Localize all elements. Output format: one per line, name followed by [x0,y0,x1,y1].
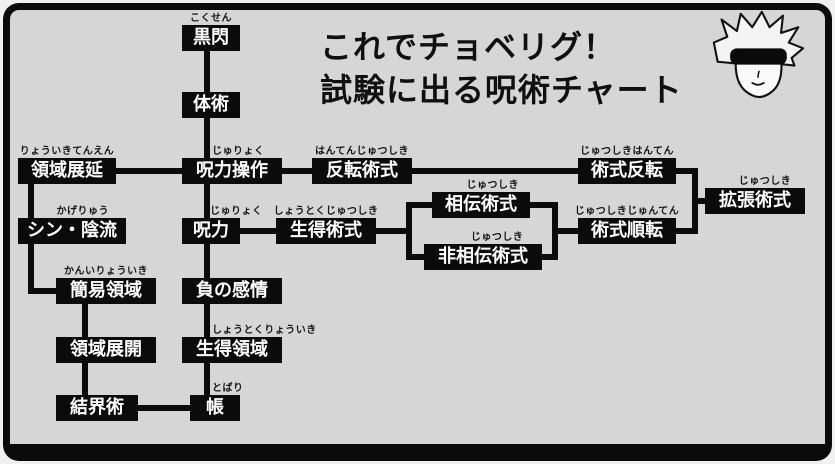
connector-line [28,288,64,294]
node-label-hanten-jutsushiki: 反転術式 [312,158,412,184]
chart-title-line1: これでチョベリグ！ [320,28,617,66]
node-kakucho-jutsushiki: じゅつしき 拡張術式 [705,176,805,214]
node-label-kani-ryoiki: 簡易領域 [56,278,156,304]
node-soden-jutsushiki: じゅつしき 相伝術式 [432,180,530,218]
connector-line [552,228,582,234]
node-fu-no-kanjo: 負の感情 [182,278,282,304]
gojo-blindfold-face-icon [712,10,805,99]
node-tobari: とばり 帳 [190,383,243,421]
node-label-tobari: 帳 [190,395,240,421]
node-label-juryoku: 呪力 [182,218,240,244]
node-shotoku-ryoiki: しょうとくりょういき 生得領域 [182,325,316,363]
furigana-hanten-jutsushiki: はんてんじゅつしき [315,146,409,157]
furigana-juryoku-sosa: じゅりょく [212,146,265,157]
node-taijutsu: 体術 [182,92,240,118]
node-kani-ryoiki: かんいりょういき 簡易領域 [56,266,156,304]
node-label-kokusen: 黒閃 [182,25,240,51]
furigana-shin-kageryu: かげりゅう [56,206,110,217]
furigana-hisoden-jutsushiki: じゅつしき [470,232,524,243]
connector-line [526,202,558,208]
node-ryoiki-tenkai: 領域展開 [56,337,156,363]
mouth-line [751,82,765,86]
node-label-jutsushiki-junten: 術式順転 [578,218,676,244]
node-jutsushiki-hanten: じゅつしきはんてん 術式反転 [578,146,676,184]
furigana-ryoiki-tenen: りょういきてんえん [19,146,115,157]
connector-line [672,228,698,234]
node-label-juryoku-sosa: 呪力操作 [182,158,282,184]
furigana-juryoku: じゅりょく [210,206,263,217]
furigana-jutsushiki-junten: じゅつしきじゅんてん [574,206,680,217]
connector-line [230,228,286,234]
node-label-kekkaijutsu: 結界術 [56,395,138,421]
node-hisoden-jutsushiki: じゅつしき 非相伝術式 [424,232,542,270]
node-juryoku-sosa: じゅりょく 呪力操作 [182,146,282,184]
connector-line [406,202,436,208]
connector-line [406,202,412,260]
node-label-jutsushiki-hanten: 術式反転 [578,158,676,184]
node-shin-kageryu: かげりゅう シン・陰流 [18,206,126,244]
connector-line [82,352,88,402]
node-label-taijutsu: 体術 [182,92,240,118]
chart-title-line2: 試験に出る呪術チャート [320,71,683,109]
node-hanten-jutsushiki: はんてんじゅつしき 反転術式 [312,146,412,184]
connector-line [406,254,430,260]
node-label-soden-jutsushiki: 相伝術式 [432,192,530,218]
furigana-soden-jutsushiki: じゅつしき [466,180,519,191]
node-label-hisoden-jutsushiki: 非相伝術式 [424,244,542,270]
node-label-shotoku-jutsushiki: 生得術式 [276,218,376,244]
node-jutsushiki-junten: じゅつしきじゅんてん 術式順転 [575,206,679,244]
furigana-jutsushiki-hanten: じゅつしきはんてん [580,146,674,157]
furigana-shotoku-ryoiki: しょうとくりょういき [212,325,317,336]
node-label-kakucho-jutsushiki: 拡張術式 [705,188,805,214]
node-label-shotoku-ryoiki: 生得領域 [182,337,282,363]
connector-line [82,292,88,344]
blindfold [730,48,787,65]
node-kokusen: こくせん 黒閃 [182,13,240,51]
node-label-ryoiki-tenen: 領域展延 [18,158,116,184]
chart-title: これでチョベリグ！ 試験に出る呪術チャート [320,26,683,112]
node-kekkaijutsu: 結界術 [56,395,138,421]
connector-line [120,405,200,411]
connector-line [672,168,698,174]
furigana-kokusen: こくせん [190,13,232,24]
node-ryoiki-tenen: りょういきてんえん 領域展延 [18,146,116,184]
connector-line [692,198,708,204]
furigana-tobari: とばり [212,383,244,394]
node-label-fu-no-kanjo: 負の感情 [182,278,282,304]
connector-line [370,228,412,234]
furigana-kakucho-jutsushiki: じゅつしき [738,176,792,187]
furigana-shotoku-jutsushiki: しょうとくじゅつしき [273,206,379,217]
connector-line [538,254,558,260]
node-label-ryoiki-tenkai: 領域展開 [56,337,156,363]
furigana-kani-ryoiki: かんいりょういき [64,266,148,277]
nose-line [757,70,760,78]
node-shotoku-jutsushiki: しょうとくじゅつしき 生得術式 [274,206,378,244]
node-label-shin-kageryu: シン・陰流 [18,218,126,244]
node-juryoku: じゅりょく 呪力 [182,206,262,244]
